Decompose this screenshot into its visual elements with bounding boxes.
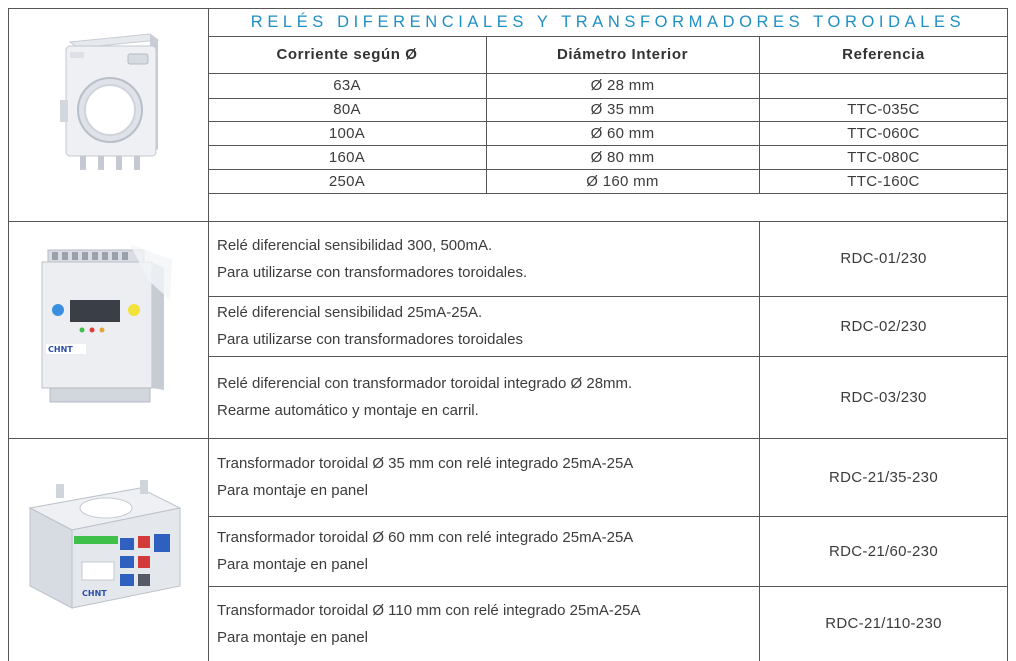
grid-line <box>759 36 760 193</box>
grid-line <box>759 221 760 661</box>
table-cell-reference: TTC-060C <box>847 124 920 142</box>
table-cell-current: 100A <box>328 124 366 142</box>
grid-line <box>208 36 1008 37</box>
table-cell-reference: TTC-160C <box>847 172 920 190</box>
grid-line <box>486 36 487 193</box>
table-cell-diameter: Ø 35 mm <box>590 101 655 118</box>
grid-line <box>208 98 1008 99</box>
product-description: Relé diferencial sensibilidad 25mA-25A. … <box>217 296 523 356</box>
table-cell-reference: RDC-03/230 <box>840 388 927 406</box>
table-cell-current: 160A <box>328 148 366 166</box>
brand-logo-text: CHNT <box>48 345 73 354</box>
product-description: Relé diferencial con transformador toroi… <box>217 356 632 438</box>
header-reference: Referencia <box>842 46 925 63</box>
grid-line <box>208 356 1008 357</box>
header-diameter: Diámetro Interior <box>556 46 689 63</box>
grid-line <box>208 296 1008 297</box>
table-cell-reference: TTC-080C <box>847 148 920 166</box>
table-cell-current: 63A <box>333 77 361 94</box>
product-description: Relé diferencial sensibilidad 300, 500mA… <box>217 221 527 296</box>
description-line: Para montaje en panel <box>217 556 368 573</box>
toroidal-transformer-image <box>60 33 160 170</box>
grid-line <box>8 8 1008 9</box>
description-line: Para montaje en panel <box>217 482 368 499</box>
table-cell-current: 80A <box>333 101 361 118</box>
product-description: Transformador toroidal Ø 35 mm con relé … <box>217 438 633 516</box>
grid-line <box>208 193 1008 194</box>
description-line: Rearme automático y montaje en carril. <box>217 402 479 419</box>
table-cell-diameter: Ø 60 mm <box>590 124 655 142</box>
description-line: Relé diferencial sensibilidad 25mA-25A. <box>217 304 483 321</box>
grid-line <box>208 73 1008 74</box>
grid-line <box>8 221 1008 222</box>
description-line: Relé diferencial con transformador toroi… <box>217 375 633 392</box>
table-cell-reference: TTC-035C <box>847 101 920 118</box>
brand-logo-text: CHNT <box>82 589 107 598</box>
table-cell-diameter: Ø 28 mm <box>590 77 655 94</box>
description-line: Para utilizarse con transformadores toro… <box>217 263 528 281</box>
table-cell-reference: RDC-21/110-230 <box>825 615 942 632</box>
table-cell-reference: RDC-01/230 <box>840 250 927 267</box>
grid-line <box>208 516 1008 517</box>
product-description: Transformador toroidal Ø 110 mm con relé… <box>217 586 641 661</box>
table-cell-diameter: Ø 160 mm <box>586 172 659 190</box>
grid-line <box>8 8 9 661</box>
grid-line <box>1007 8 1008 661</box>
table-cell-reference: RDC-21/60-230 <box>829 542 938 560</box>
description-line: Transformador toroidal Ø 60 mm con relé … <box>217 529 634 546</box>
description-line: Transformador toroidal Ø 110 mm con relé… <box>217 601 641 619</box>
description-line: Para utilizarse con transformadores toro… <box>217 331 523 348</box>
toroidal-relay-image: CHNT <box>28 480 182 609</box>
header-current: Corriente según Ø <box>276 46 418 63</box>
grid-line <box>208 121 1008 122</box>
grid-line <box>208 169 1008 170</box>
table-cell-reference <box>759 73 1008 98</box>
product-description: Transformador toroidal Ø 60 mm con relé … <box>217 516 633 586</box>
grid-line <box>8 438 1008 439</box>
grid-line <box>208 586 1008 587</box>
description-line: Transformador toroidal Ø 35 mm con relé … <box>217 455 634 472</box>
grid-line <box>208 145 1008 146</box>
section-title: RELÉS DIFERENCIALES Y TRANSFORMADORES TO… <box>250 12 966 31</box>
grid-line <box>208 8 209 661</box>
table-cell-reference: RDC-02/230 <box>840 317 927 335</box>
description-line: Para montaje en panel <box>217 628 368 646</box>
table-cell-diameter: Ø 80 mm <box>590 148 655 166</box>
description-line: Relé diferencial sensibilidad 300, 500mA… <box>217 236 493 254</box>
differential-relay-image: CHNT <box>41 244 172 403</box>
table-cell-current: 250A <box>328 172 366 190</box>
table-cell-reference: RDC-21/35-230 <box>829 468 938 486</box>
